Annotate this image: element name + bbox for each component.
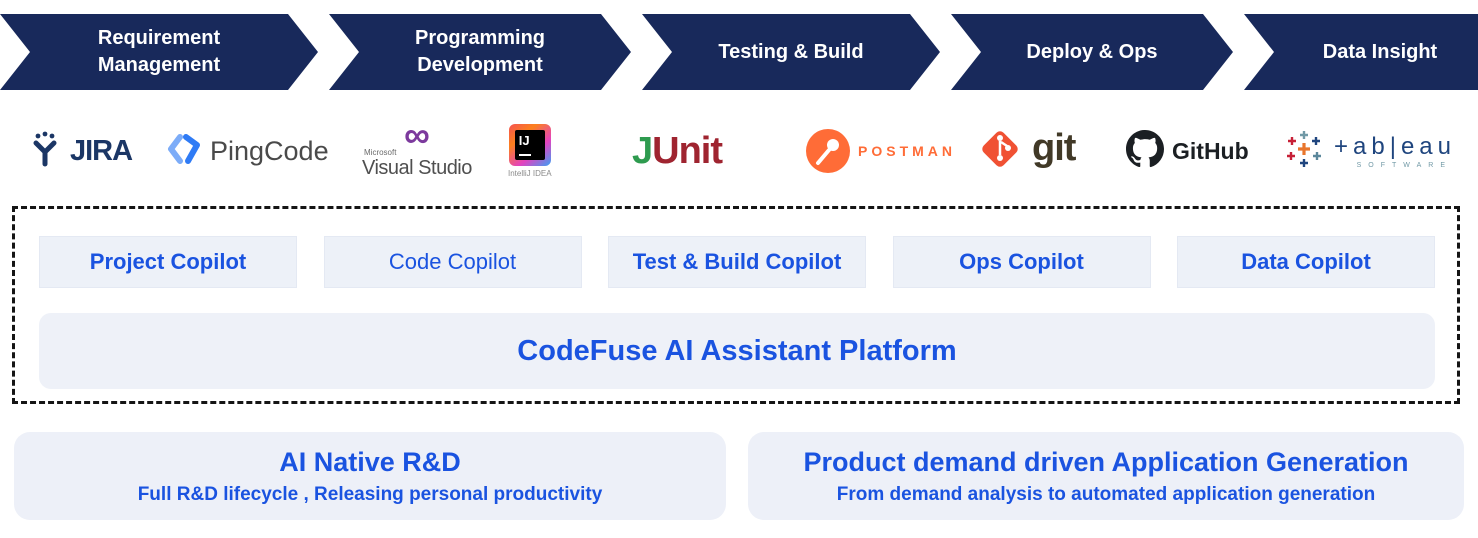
tableau-logo: +ab|eau SOFTWARE (1282, 108, 1456, 194)
stage-deploy-ops: Deploy & Ops (951, 14, 1233, 90)
stage-label: Programming Development (414, 27, 546, 76)
lifecycle-pipeline: Requirement Management Programming Devel… (0, 14, 1470, 90)
junit-logo: JUnit (632, 108, 723, 194)
tableau-wordmark-block: +ab|eau SOFTWARE (1334, 133, 1456, 169)
pingcode-icon (166, 131, 202, 172)
postman-wordmark: POSTMAN (858, 143, 956, 159)
visual-studio-logo: ∞ Microsoft Visual Studio (362, 108, 472, 194)
stage-label: Deploy & Ops (1026, 40, 1158, 63)
codefuse-platform-bar: CodeFuse AI Assistant Platform (39, 313, 1435, 389)
tableau-icon (1282, 127, 1326, 176)
postman-icon (806, 129, 850, 173)
tool-logos-row: JIRA PingCode ∞ Microsoft Visual Studio … (0, 108, 1478, 194)
chip-data-copilot: Data Copilot (1177, 236, 1435, 288)
stage-label: Testing & Build (718, 40, 864, 63)
benefit-ai-native-rd: AI Native R&D Full R&D lifecycle , Relea… (14, 432, 726, 520)
benefit-subtitle: Full R&D lifecycle , Releasing personal … (137, 483, 603, 505)
intellij-badge-text: IJ (514, 130, 545, 160)
jira-wordmark: JIRA (70, 134, 133, 167)
benefit-title: AI Native R&D (279, 446, 461, 477)
git-icon (976, 125, 1024, 178)
tableau-software-caption: SOFTWARE (1356, 162, 1452, 169)
pingcode-logo: PingCode (166, 108, 329, 194)
copilot-chip-row: Project Copilot Code Copilot Test & Buil… (39, 236, 1435, 288)
microsoft-brand-text: Microsoft (364, 148, 397, 157)
pingcode-wordmark: PingCode (210, 135, 329, 166)
benefit-subtitle: From demand analysis to automated applic… (836, 483, 1376, 505)
stage-testing-build: Testing & Build (642, 14, 940, 90)
benefit-application-generation: Product demand driven Application Genera… (748, 432, 1464, 520)
github-logo: GitHub (1126, 108, 1249, 194)
tableau-wordmark: +ab|eau (1334, 133, 1456, 160)
stage-programming-development: Programming Development (329, 14, 631, 90)
jira-icon (28, 131, 62, 172)
chip-code-copilot: Code Copilot (323, 236, 582, 288)
stage-label: Data Insight (1322, 40, 1438, 63)
junit-unit: Unit (652, 129, 723, 172)
git-wordmark: git (1032, 126, 1076, 169)
stage-data-insight: Data Insight (1244, 14, 1478, 90)
github-octocat-icon (1126, 129, 1164, 173)
git-logo: git (976, 108, 1076, 194)
visual-studio-wordmark: Visual Studio (362, 157, 472, 179)
visual-studio-infinity-icon: ∞ (404, 114, 430, 155)
codefuse-dashed-container: Project Copilot Code Copilot Test & Buil… (12, 206, 1460, 404)
stage-requirement-management: Requirement Management (0, 14, 318, 90)
postman-logo: POSTMAN (806, 108, 956, 194)
chip-ops-copilot: Ops Copilot (892, 236, 1151, 288)
benefit-title: Product demand driven Application Genera… (803, 446, 1409, 477)
intellij-icon: IJ (508, 124, 551, 166)
junit-wordmark: JUnit (632, 129, 723, 173)
github-wordmark: GitHub (1172, 137, 1249, 164)
chip-test-build-copilot: Test & Build Copilot (608, 236, 866, 288)
stage-label: Requirement Management (97, 27, 221, 76)
intellij-idea-logo: IJ IntelliJ IDEA (508, 108, 552, 194)
junit-j: J (632, 129, 653, 172)
jira-logo: JIRA (28, 108, 133, 194)
intellij-caption: IntelliJ IDEA (508, 169, 552, 178)
chip-project-copilot: Project Copilot (39, 236, 297, 288)
